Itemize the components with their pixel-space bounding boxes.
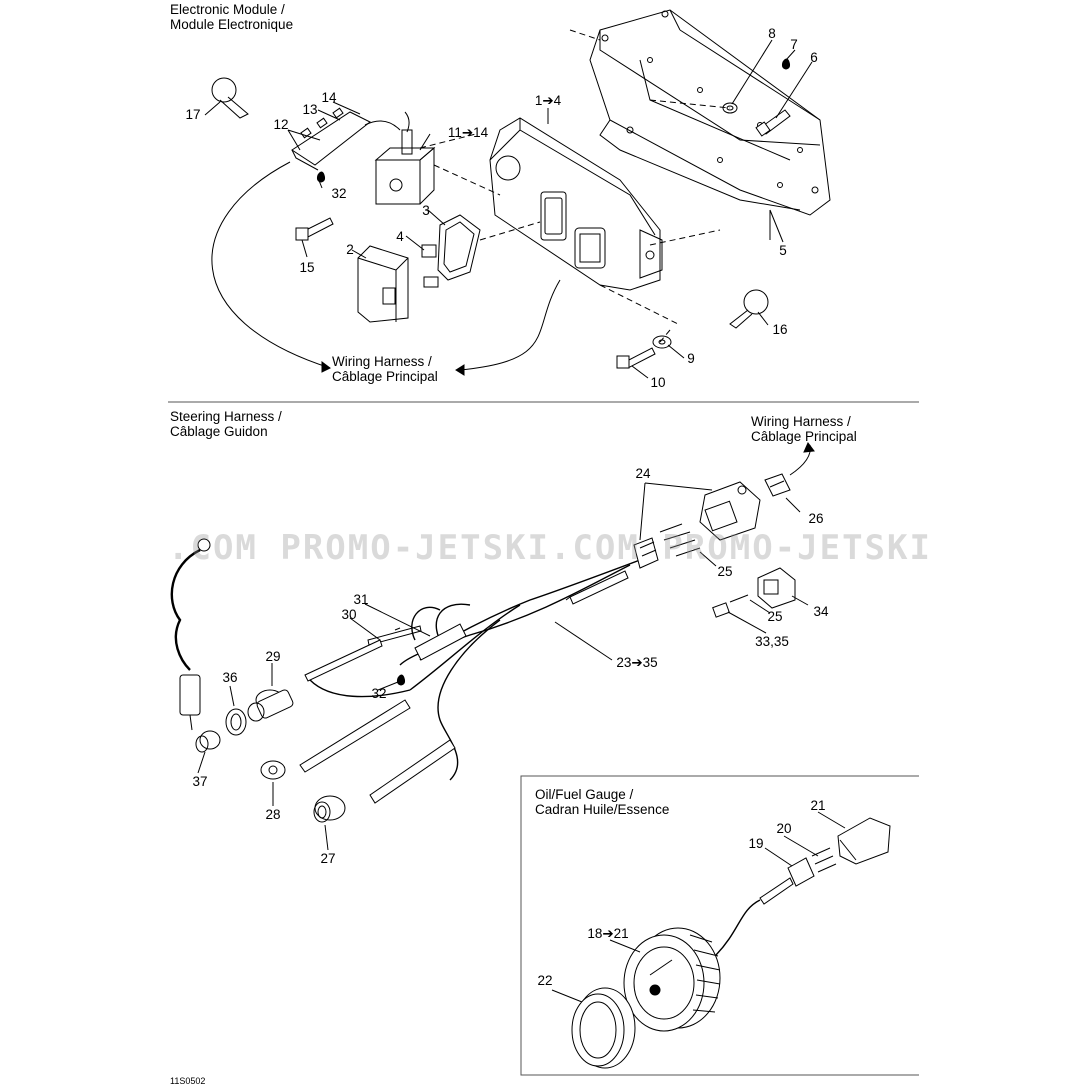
cable-tie-16 xyxy=(729,289,769,329)
pins-25 xyxy=(659,523,749,603)
callout-33-35: 33,35 xyxy=(755,634,789,649)
callout-29: 29 xyxy=(265,649,281,664)
callout-22: 22 xyxy=(537,973,553,988)
connector-housing-11 xyxy=(374,111,436,205)
callout-28: 28 xyxy=(265,807,281,822)
callout-26: 26 xyxy=(808,511,824,526)
gauge-connector-19-21 xyxy=(787,817,891,887)
heat-shrink-30-31 xyxy=(367,623,467,661)
callout-37: 37 xyxy=(192,774,208,789)
leader-lines-gauge xyxy=(551,811,846,1003)
callout-11-14: 11➔14 xyxy=(447,125,489,140)
switch-29 xyxy=(247,639,383,722)
callout-24: 24 xyxy=(635,466,651,481)
callout-1-4: 1➔4 xyxy=(534,93,562,108)
callout-2: 2 xyxy=(346,242,354,257)
harness-sleeve-23 xyxy=(565,570,629,605)
callout-3: 3 xyxy=(422,203,430,218)
leader-lines-middle xyxy=(197,482,809,851)
ring-36 xyxy=(225,708,247,736)
lanyard-cord-37 xyxy=(170,538,221,753)
callout-32a: 32 xyxy=(331,186,347,201)
harness-arrow-upper xyxy=(803,442,815,453)
gasket-3 xyxy=(437,214,481,281)
gauge-cable xyxy=(715,899,761,956)
harness-curve-right xyxy=(459,279,561,371)
callout-16: 16 xyxy=(772,322,788,337)
assembly-lines xyxy=(419,29,731,343)
sensor-27 xyxy=(313,739,456,823)
fuse-4 xyxy=(421,244,439,288)
connector-26 xyxy=(764,473,791,497)
callout-27: 27 xyxy=(320,851,336,866)
nut-7 xyxy=(781,58,791,70)
callout-12: 12 xyxy=(273,117,289,132)
watermark: .COM PROMO-JETSKI.COM PROMO-JETSKI xyxy=(168,528,932,568)
steering-harness-cables xyxy=(309,559,641,781)
label-wiring-harness-right: Wiring Harness /Câblage Principal xyxy=(751,414,857,444)
callout-34: 34 xyxy=(813,604,829,619)
callout-25b: 25 xyxy=(767,609,783,624)
callout-31: 31 xyxy=(353,592,369,607)
callout-9: 9 xyxy=(687,351,695,366)
callout-13: 13 xyxy=(302,102,318,117)
screw-10 xyxy=(616,347,656,369)
callout-15: 15 xyxy=(299,260,315,275)
callout-17: 17 xyxy=(185,107,201,122)
electronic-module-ecu xyxy=(489,117,663,291)
callout-5: 5 xyxy=(779,243,787,258)
callout-19: 19 xyxy=(748,836,764,851)
callout-30: 30 xyxy=(341,607,357,622)
washer-8 xyxy=(722,102,738,114)
gauge-body-18 xyxy=(623,927,721,1032)
harness-curve-left xyxy=(211,161,331,369)
gauge-sleeve xyxy=(759,877,794,905)
connector-24 xyxy=(633,481,761,569)
harness-arrow-right xyxy=(455,364,465,376)
seal-33-35 xyxy=(712,602,730,618)
callout-10: 10 xyxy=(650,375,666,390)
callout-36: 36 xyxy=(222,670,238,685)
callout-25a: 25 xyxy=(717,564,733,579)
section-title-electronic-module: Electronic Module /Module Electronique xyxy=(170,2,294,32)
switch-28 xyxy=(260,699,411,780)
label-wiring-harness-top: Wiring Harness /Câblage Principal xyxy=(332,354,438,384)
harness-arrow-left xyxy=(321,361,331,373)
callout-6: 6 xyxy=(810,50,818,65)
callout-14: 14 xyxy=(321,90,337,105)
fuse-holder-2 xyxy=(357,245,409,323)
callout-20: 20 xyxy=(776,821,792,836)
oil-fuel-gauge-frame xyxy=(520,775,919,1076)
connector-34 xyxy=(757,567,796,609)
callout-18-21: 18➔21 xyxy=(587,926,629,941)
gauge-ring-22 xyxy=(571,987,636,1069)
washer-9 xyxy=(652,335,672,349)
callout-32b: 32 xyxy=(371,686,387,701)
callout-23-35: 23➔35 xyxy=(616,655,658,670)
callout-4: 4 xyxy=(396,229,404,244)
cable-tie-17 xyxy=(211,77,249,119)
screw-15 xyxy=(295,217,334,241)
callout-8: 8 xyxy=(768,26,776,41)
section-title-steering-harness: Steering Harness /Câblage Guidon xyxy=(170,409,282,439)
dielectric-grease-32 xyxy=(396,674,406,686)
callout-21: 21 xyxy=(810,798,826,813)
screw-6 xyxy=(755,109,791,137)
section-title-oil-fuel-gauge: Oil/Fuel Gauge /Cadran Huile/Essence xyxy=(535,787,670,817)
connector-block-12-14 xyxy=(291,107,401,183)
figure-code: 11S0502 xyxy=(170,1076,206,1086)
leader-lines-top xyxy=(204,39,813,379)
callout-7: 7 xyxy=(790,37,798,52)
